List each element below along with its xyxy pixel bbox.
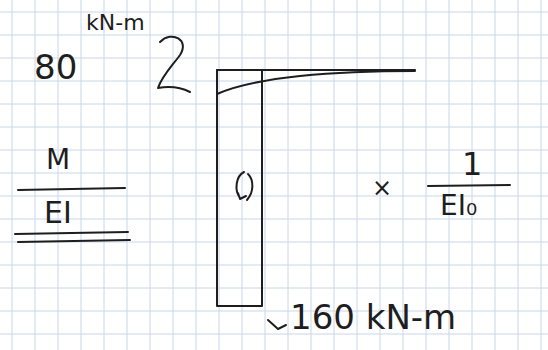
fraction-numerator: 1: [462, 148, 482, 180]
times-sign: ×: [372, 176, 392, 200]
unit-label: kN-m: [86, 12, 145, 34]
moment-squiggle: [158, 37, 190, 92]
column-outline: [217, 70, 262, 306]
fraction-denominator: EI₀: [440, 192, 477, 220]
leader-tick: [268, 320, 286, 329]
rotation-arrow: [237, 172, 246, 199]
double-underline: [15, 232, 130, 242]
moment-value: 160 kN-m: [290, 300, 456, 334]
fraction-bar: [428, 185, 510, 186]
moment-curve: [217, 71, 415, 94]
rotation-arrow: [247, 174, 252, 200]
fraction-denominator: EI: [44, 198, 72, 228]
fraction-numerator: M: [46, 146, 70, 174]
moment-value: 80: [34, 50, 77, 84]
fraction-bar: [18, 188, 125, 190]
